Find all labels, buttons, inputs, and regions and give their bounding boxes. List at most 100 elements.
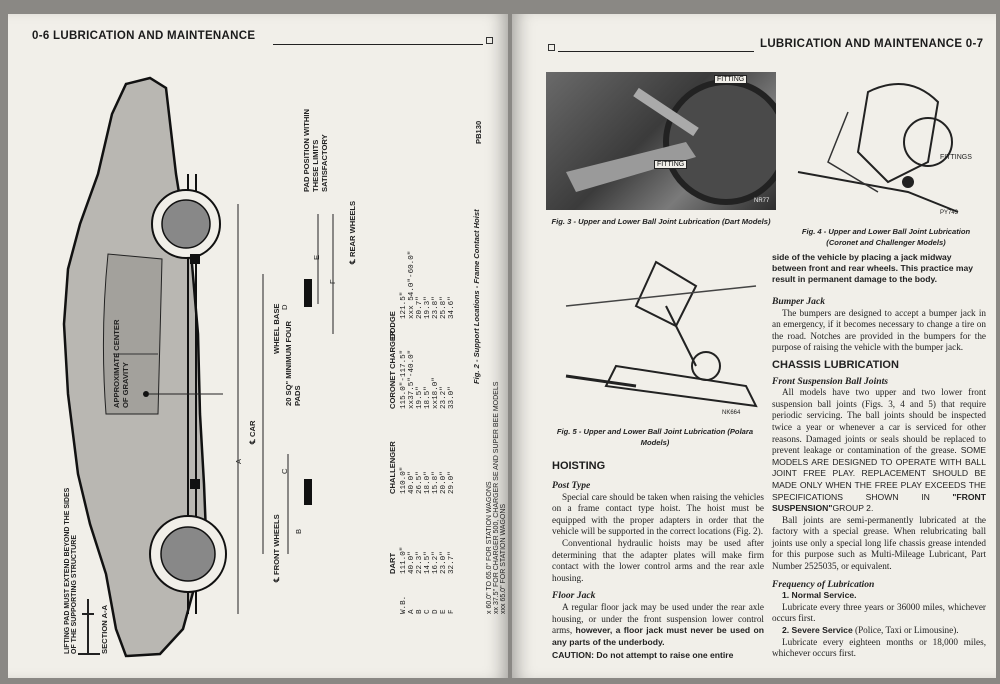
fig5-code: NK664: [722, 410, 741, 416]
fig4-suspension-art: [797, 83, 959, 213]
pad-limit-front: [304, 479, 312, 505]
ball-joints-paragraph-2: Ball joints are semi-permanently lubrica…: [772, 514, 986, 572]
fig3-fitting-tag-upper: FITTING: [714, 75, 748, 84]
normal-service-text: Lubricate every three years or 36000 mil…: [772, 601, 986, 624]
table-cell: 18.0": [424, 471, 432, 494]
table-header-dart: DART: [388, 552, 397, 574]
table-row-key: B: [416, 609, 424, 614]
fig3-caption: Fig. 3 - Upper and Lower Ball Joint Lubr…: [551, 217, 771, 226]
table-cell: 20.7": [416, 296, 424, 319]
frequency-heading: Frequency of Lubrication: [772, 578, 875, 590]
bumper-jack-heading: Bumper Jack: [772, 296, 826, 307]
table-cell: 33.0": [448, 386, 456, 409]
fig3-photo: FITTING FITTING NR77: [546, 72, 776, 210]
dim-b-label: B: [294, 528, 303, 534]
left-header-rule: [273, 44, 483, 45]
fig4-fittings-tag: FITTINGS: [940, 154, 972, 161]
table-cell: 110.0": [400, 466, 408, 494]
group-reference: GROUP 2.: [832, 503, 874, 514]
car-window: [102, 253, 163, 415]
hoisting-heading: HOISTING: [552, 460, 606, 472]
table-cell: 20.0": [440, 471, 448, 494]
fig5-drawing: NK664: [546, 246, 764, 422]
floor-jack-text: A regular floor jack may be used under t…: [552, 601, 764, 636]
ball-joints-caps-text: SOME MODELS ARE DESIGNED TO OPERATE WITH…: [772, 445, 987, 502]
table-cell: 40.0": [408, 551, 416, 574]
table-rows: W.B.111.0"110.0"115.0"-117.5"121.5" A40.…: [400, 251, 456, 614]
severe-service-line: 2. Severe Service (Police, Taxi or Limou…: [772, 625, 986, 637]
table-row-key: E: [440, 609, 448, 614]
dim-c-label: C: [280, 468, 289, 474]
table-cell: 29.0": [448, 471, 456, 494]
dim-a-label: A: [234, 458, 243, 464]
pad-limit-rear: [304, 279, 312, 307]
fig4-code: PY743: [940, 210, 959, 216]
table-cell: 19.5": [416, 386, 424, 409]
post-type-heading: Post Type: [552, 480, 591, 491]
rear-hub: [161, 199, 211, 249]
table-row-key: C: [424, 609, 432, 614]
floor-jack-heading: Floor Jack: [552, 590, 596, 602]
car-support-diagram: [62, 76, 334, 658]
dim-e-label: E: [312, 254, 321, 260]
table-cell: 16.2": [432, 551, 440, 574]
table-cell: 34.6": [448, 296, 456, 319]
fig4-caption: Fig. 4 - Upper and Lower Ball Joint Lubr…: [801, 227, 971, 247]
section-aa-post: [78, 599, 100, 655]
hoisting-section: Post Type Special care should be taken w…: [552, 476, 764, 662]
severe-service-heading: 2. Severe Service: [782, 625, 853, 636]
table-cell: xx37.5"-40.0": [408, 349, 416, 409]
footnote: x 60.0" TO 65.0" FOR STATION WAGONS: [486, 481, 493, 614]
left-header-mark: [486, 37, 493, 44]
caution-text: CAUTION: Do not attempt to raise one ent…: [552, 650, 734, 661]
support-dimensions-table: DARTCHALLENGERCORONET CHARGERDODGE: [388, 311, 397, 574]
rear-wheels-label: ℄ REAR WHEELS: [348, 200, 357, 264]
dim-f-label: F: [328, 279, 337, 284]
table-cell: 23.8": [432, 296, 440, 319]
pad-position-label: PAD POSITION WITHIN THESE LIMITS SATISFA…: [302, 109, 329, 192]
table-row-key: W.B.: [400, 595, 408, 614]
severe-service-text: Lubricate every eighteen months or 18,00…: [772, 636, 986, 659]
support-pad-front: [190, 479, 200, 489]
ball-joints-heading: Front Suspension Ball Joints: [772, 375, 888, 387]
right-header-rule: [558, 51, 754, 52]
table-cell: 111.0": [400, 546, 408, 574]
min-pads-label: 20 SQ" MINIMUM FOUR PADS: [284, 320, 302, 406]
wheel-base-label: WHEEL BASE: [272, 303, 281, 355]
table-cell: 23.2": [440, 386, 448, 409]
footnote: xxx 65.0" FOR STATION WAGONS: [500, 503, 507, 614]
ball-joints-text: All models have two upper and two lower …: [772, 387, 986, 456]
jack-warning-continued: side of the vehicle by placing a jack mi…: [772, 252, 974, 284]
ball-joints-paragraph-1: All models have two upper and two lower …: [772, 387, 986, 515]
post-type-paragraph-2: Conventional hydraulic hoists may be use…: [552, 537, 764, 583]
dim-d-label: D: [280, 304, 289, 310]
table-cell: 26.5": [416, 471, 424, 494]
column-2: Bumper Jack The bumpers are designed to …: [772, 292, 986, 660]
center-of-gravity-mark: [143, 391, 149, 397]
front-suspension-reference: "FRONT SUSPENSION": [772, 491, 987, 514]
center-of-gravity-label: APPROXIMATE CENTER OF GRAVITY: [112, 319, 130, 408]
table-cell: xxx 54.0"-60.0": [408, 250, 416, 319]
floor-jack-warning: however, a floor jack must never be used…: [552, 625, 765, 647]
front-hub: [160, 526, 216, 582]
fig3-fitting-tag-lower: FITTING: [654, 160, 688, 169]
table-footnotes: x 60.0" TO 65.0" FOR STATION WAGONS xx 3…: [486, 382, 507, 614]
table-cell: 14.5": [424, 551, 432, 574]
table-cell: 23.0": [440, 551, 448, 574]
floor-jack-paragraph: A regular floor jack may be used under t…: [552, 602, 764, 648]
post-type-paragraph-1: Special care should be taken when raisin…: [552, 491, 764, 537]
table-cell: xx18.0": [432, 377, 440, 409]
table-cell: 40.0": [408, 471, 416, 494]
table-header-dodge: DODGE: [388, 311, 397, 339]
fig3-suspension-art: [566, 79, 776, 205]
table-row-key: D: [432, 609, 440, 614]
right-header-mark: [548, 44, 555, 51]
car-centerline-label: ℄ CAR: [248, 420, 257, 444]
support-pad-rear: [190, 254, 200, 264]
fig2-caption: Fig. 2 - Support Locations - Frame Conta…: [472, 209, 481, 384]
table-header-coronet: CORONET CHARGER: [388, 330, 397, 409]
table-cell: 25.8": [440, 296, 448, 319]
right-page-header: LUBRICATION AND MAINTENANCE 0-7: [760, 38, 984, 50]
left-page-header: 0-6 LUBRICATION AND MAINTENANCE: [32, 30, 256, 42]
